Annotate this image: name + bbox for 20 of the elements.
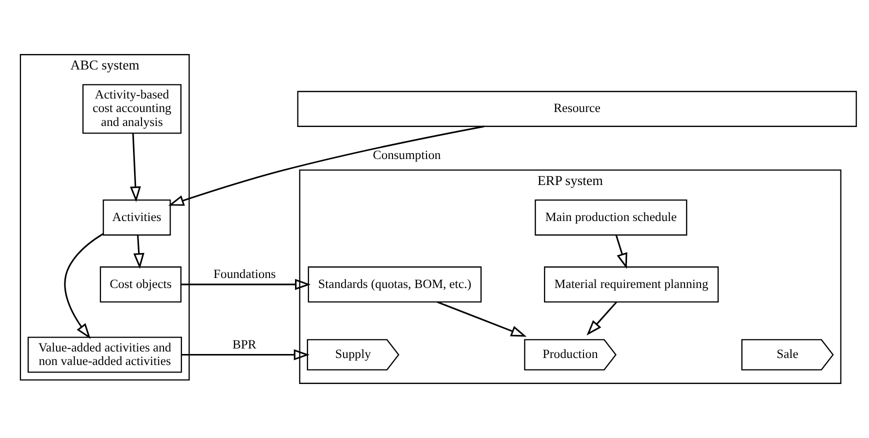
edge-label: BPR	[232, 337, 256, 352]
node-box: Activity-based cost accounting and analysis	[82, 84, 182, 134]
arrow	[182, 349, 310, 360]
arrow	[64, 233, 104, 339]
arrow	[130, 133, 141, 202]
node-box: Value-added activities and non value-added activities	[28, 336, 182, 373]
node-box: Standards (quotas, BOM, etc.)	[308, 266, 482, 302]
arrow	[180, 278, 311, 290]
edge-label: Foundations	[214, 267, 276, 282]
arrow	[586, 301, 618, 336]
node-box: Resource	[297, 90, 857, 127]
node-box: Main production schedule	[534, 200, 688, 236]
node-box: Activities	[102, 200, 171, 236]
arrow	[168, 126, 484, 206]
arrow	[133, 235, 144, 269]
arrow	[616, 235, 628, 269]
arrow	[436, 301, 527, 337]
edge-label: Consumption	[372, 148, 441, 162]
node-box: Cost objects	[100, 266, 182, 302]
node-box: Material requirement planning	[544, 266, 719, 302]
